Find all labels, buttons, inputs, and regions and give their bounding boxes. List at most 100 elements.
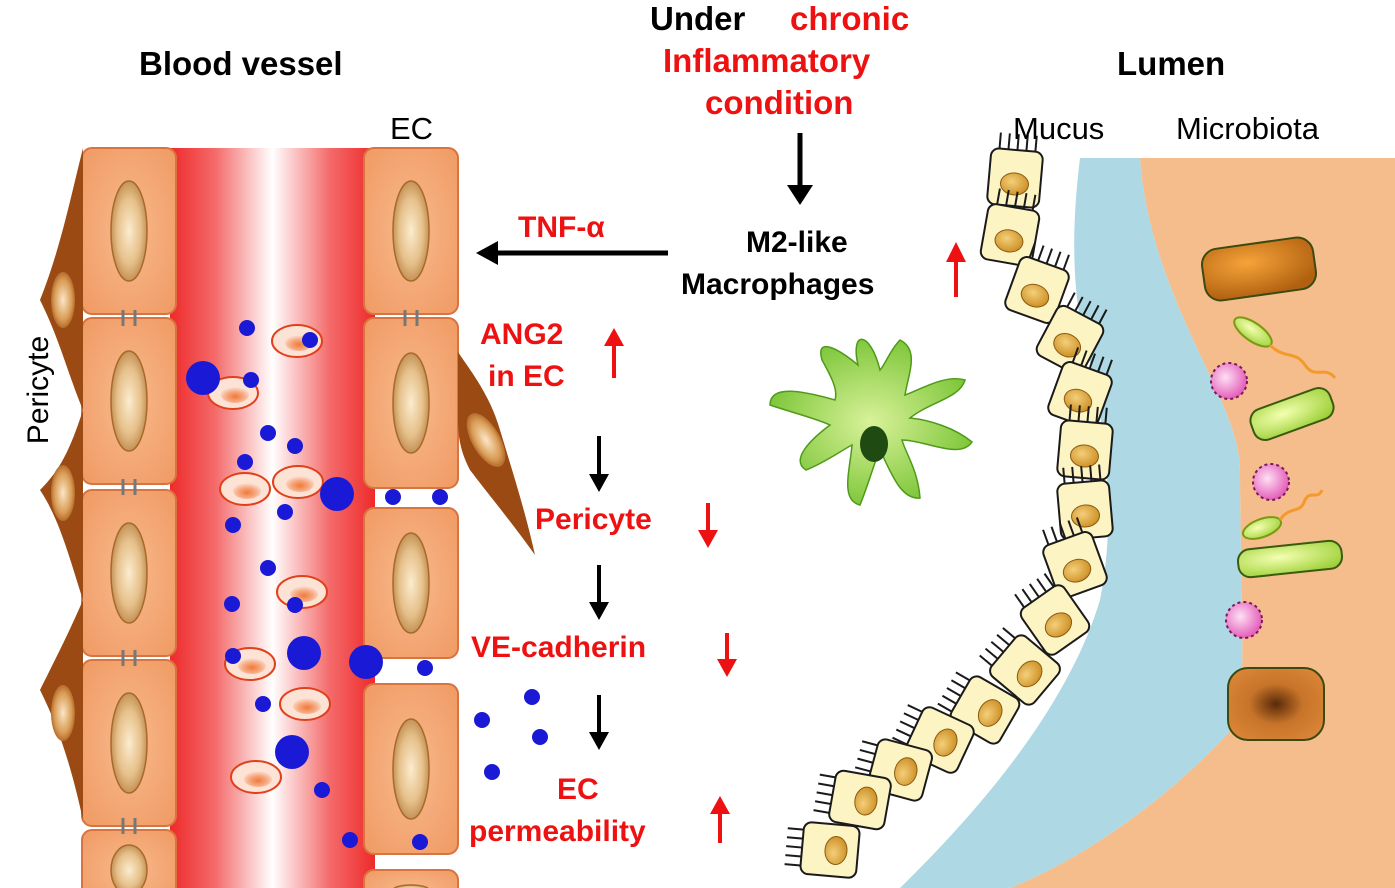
small-particle — [239, 320, 255, 336]
pericyte-nucleus — [51, 272, 75, 328]
epithelial-cell — [986, 132, 1044, 209]
ec-nucleus — [392, 352, 430, 454]
red-blood-cell — [279, 687, 331, 721]
ec-nucleus — [110, 844, 148, 888]
endothelial-cell — [363, 317, 459, 489]
small-particle — [287, 438, 303, 454]
pericyte-nucleus — [51, 465, 75, 521]
ec-nucleus — [392, 718, 430, 820]
epithelial-nucleus — [999, 172, 1029, 196]
small-particle — [302, 332, 318, 348]
mucus-layer — [900, 158, 1243, 888]
red-blood-cell — [230, 760, 282, 794]
epithelial-cell — [784, 821, 861, 879]
small-particle — [224, 596, 240, 612]
epithelial-nucleus — [1016, 660, 1043, 688]
epithelial-cell — [979, 188, 1041, 267]
arrows — [476, 133, 966, 843]
small-particle — [287, 597, 303, 613]
pericyte-right — [458, 352, 535, 555]
ec-perm-label-ec: EC — [557, 773, 599, 806]
small-particle — [474, 712, 490, 728]
endothelial-cell — [81, 147, 177, 315]
red-up-arrow-icon — [604, 328, 624, 378]
pericyte-nucleus — [51, 685, 75, 741]
epithelial-nucleus — [1062, 558, 1092, 583]
right-endothelial-column — [363, 147, 459, 888]
ang2-label: ANG2 — [480, 318, 564, 351]
ec-nucleus — [110, 692, 148, 794]
condition-label: condition — [705, 84, 854, 121]
epithelial-nucleus — [977, 699, 1003, 727]
large-particle — [287, 636, 321, 670]
epithelial-cell — [1035, 292, 1108, 376]
under-label: Under — [650, 0, 746, 37]
small-particle — [237, 454, 253, 470]
small-particle — [417, 660, 433, 676]
small-particle — [255, 696, 271, 712]
epithelial-nucleus — [1053, 333, 1082, 358]
red-down-arrow-icon — [698, 503, 718, 548]
small-particle — [524, 689, 540, 705]
epithelial-cell — [1014, 573, 1091, 656]
chronic-label: chronic — [790, 0, 910, 37]
blood-vessel-title: Blood vessel — [139, 45, 343, 82]
red-up-arrow-icon — [710, 796, 730, 843]
small-particle — [260, 560, 276, 576]
small-particle — [225, 517, 241, 533]
small-particle — [243, 372, 259, 388]
ec-nucleus — [393, 884, 429, 888]
small-particle — [277, 504, 293, 520]
virus — [1225, 601, 1263, 639]
epithelial-cell — [1004, 242, 1070, 324]
pericyte-side-label: Pericyte — [22, 335, 56, 445]
epithelial-cell — [1047, 347, 1113, 429]
ec-nucleus — [110, 180, 148, 282]
macrophage — [769, 338, 974, 506]
virus — [1210, 362, 1248, 400]
ec-nucleus — [110, 350, 148, 452]
endothelial-cell — [363, 683, 459, 855]
epithelial-nucleus — [894, 757, 918, 786]
large-particle — [349, 645, 383, 679]
ec-nucleus — [392, 532, 430, 634]
small-particle — [342, 832, 358, 848]
epithelial-cell — [813, 769, 892, 831]
pericyte-nucleus — [466, 413, 506, 467]
lumen-region — [900, 158, 1395, 888]
endothelial-cell — [81, 489, 177, 657]
ec-nucleus — [392, 180, 430, 282]
rod-bacterium — [1237, 539, 1343, 579]
virus — [1252, 463, 1290, 501]
epithelial-nucleus — [1044, 612, 1073, 638]
lumen-title: Lumen — [1117, 45, 1226, 82]
small-particle — [412, 834, 428, 850]
microbiota-label: Microbiota — [1176, 111, 1319, 146]
epithelial-nucleus — [824, 836, 848, 866]
in-ec-label: in EC — [488, 360, 565, 393]
endothelial-cell — [363, 507, 459, 659]
bacterium — [1200, 236, 1318, 302]
red-down-arrow-icon — [717, 633, 737, 677]
small-particle — [484, 764, 500, 780]
endothelial-cell — [81, 829, 177, 888]
small-particle — [432, 489, 448, 505]
m2-like-label: M2-like — [746, 226, 848, 259]
macrophages-label: Macrophages — [681, 268, 875, 301]
red-up-arrow-icon — [946, 242, 966, 297]
endothelial-cell — [363, 147, 459, 315]
large-particle — [186, 361, 220, 395]
endothelial-cell — [363, 869, 459, 888]
pericyte-step-label: Pericyte — [535, 503, 652, 536]
ec-nucleus — [110, 522, 148, 624]
epithelial-nucleus — [1069, 444, 1099, 468]
large-particle — [320, 477, 354, 511]
tnf-alpha-label: TNF-α — [518, 211, 605, 244]
ve-cadherin-label: VE-cadherin — [471, 631, 647, 664]
bacterium — [1227, 667, 1325, 741]
endothelial-cell — [81, 659, 177, 827]
left-endothelial-column — [81, 147, 177, 888]
epithelial-nucleus — [994, 229, 1024, 253]
epithelial-lining — [784, 132, 1114, 879]
